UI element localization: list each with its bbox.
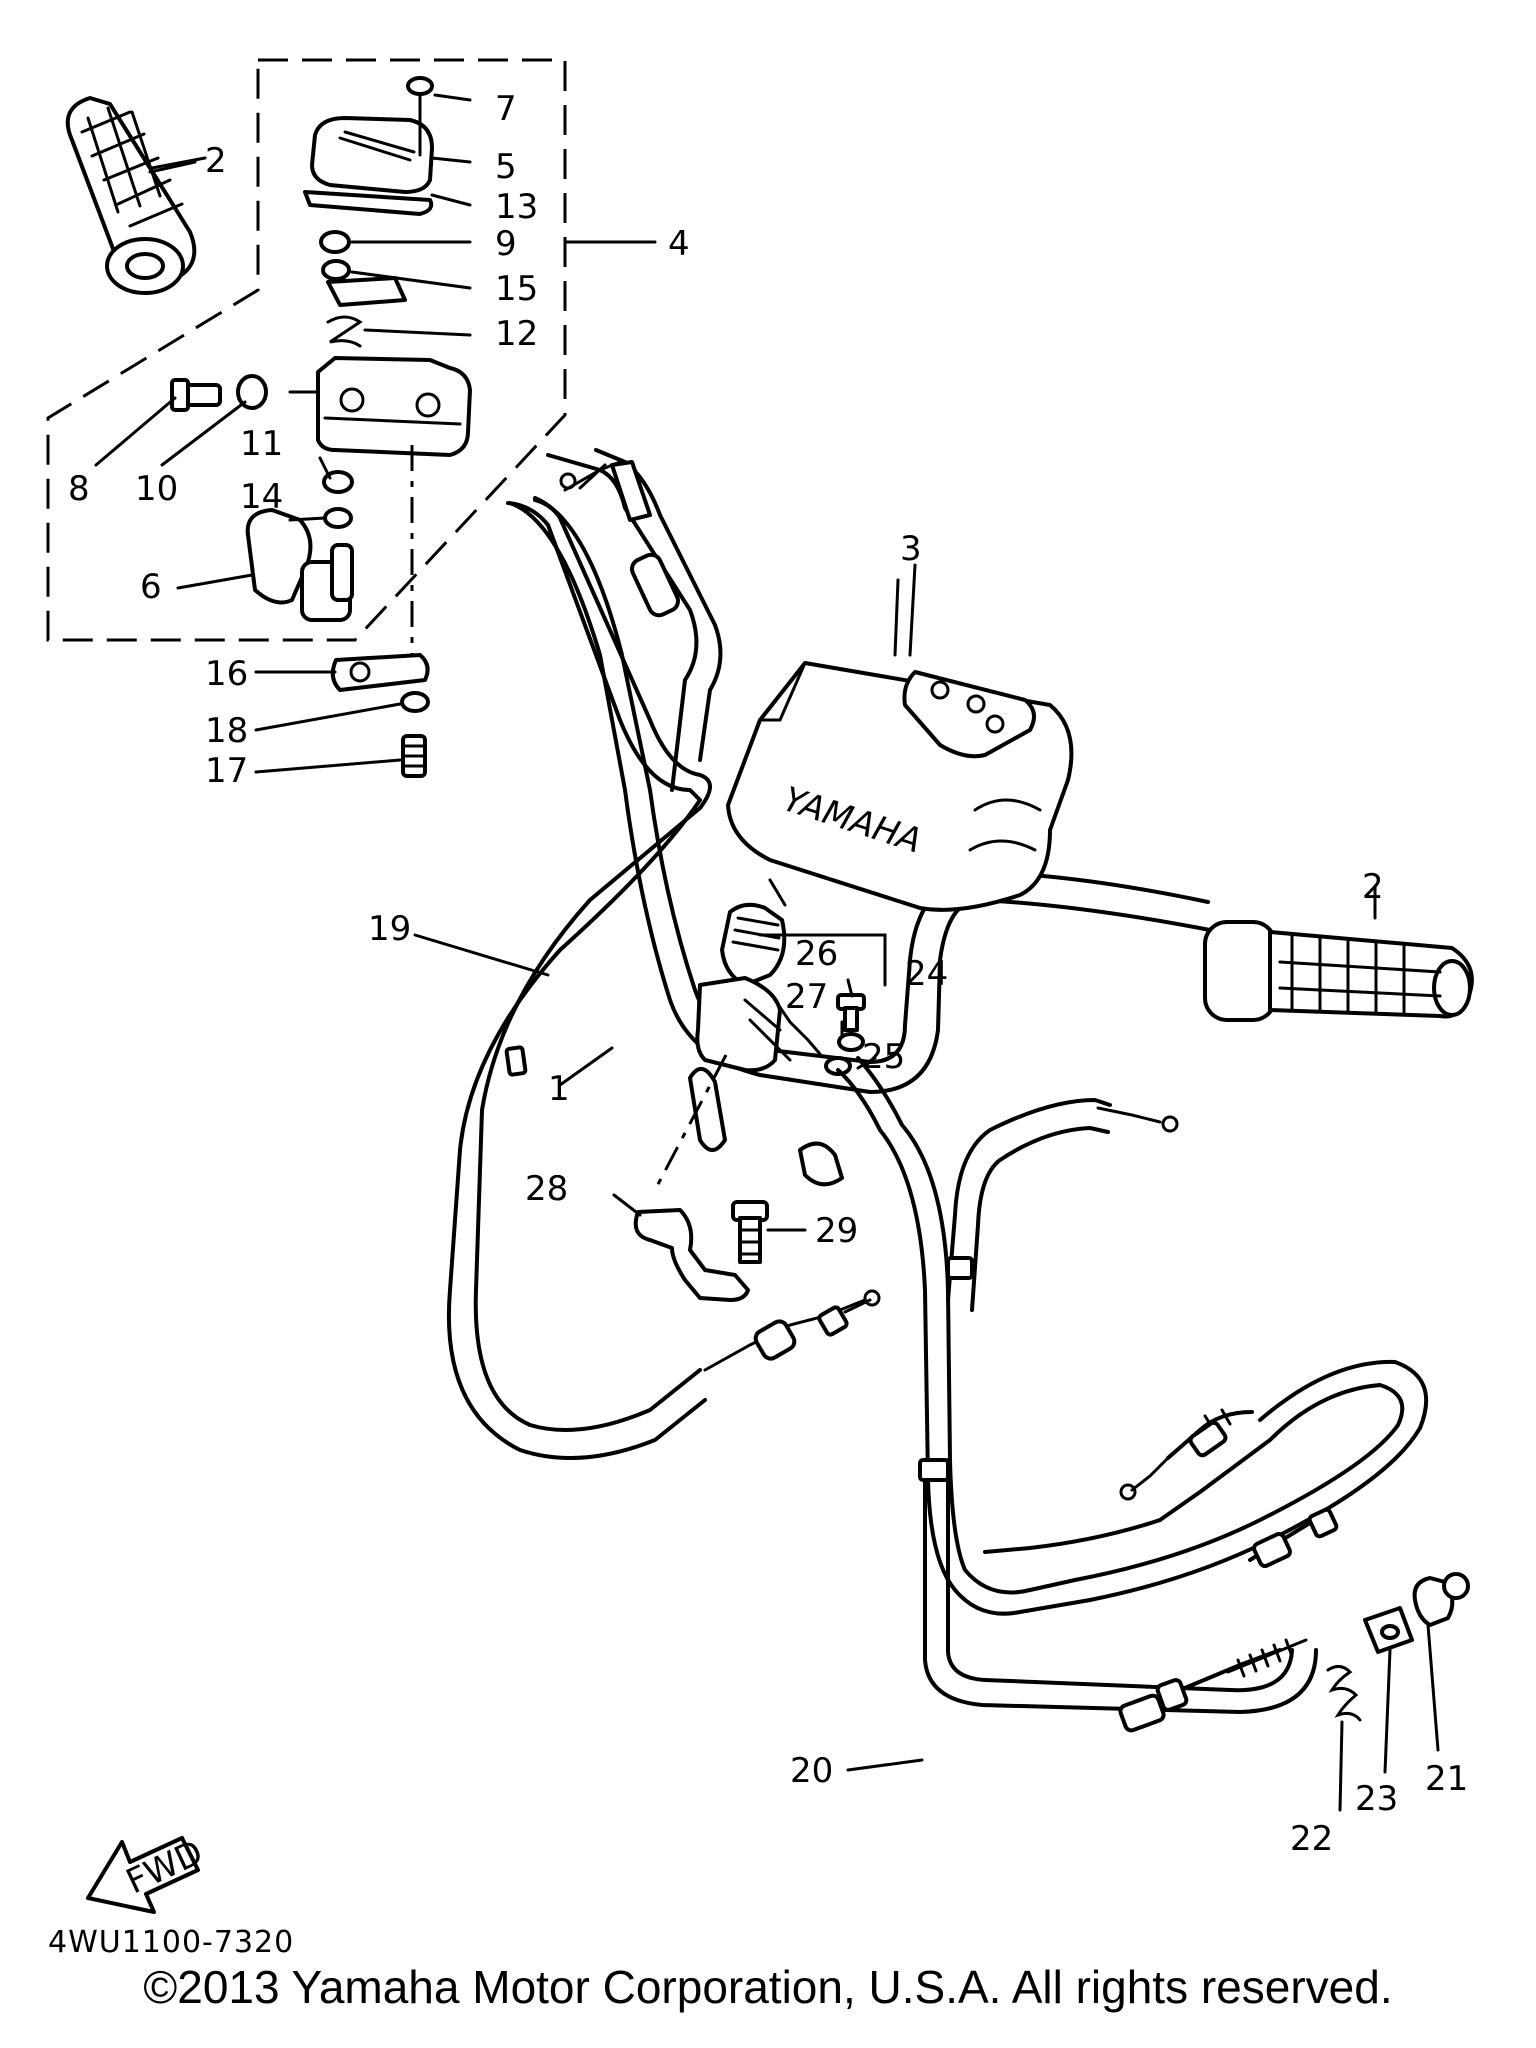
callout-20: 20 xyxy=(790,1751,833,1791)
callout-2-right: 2 xyxy=(1362,867,1384,907)
copyright-notice: ©2013 Yamaha Motor Corporation, U.S.A. A… xyxy=(143,1961,1393,2013)
left-grip[interactable] xyxy=(65,96,207,295)
brake-cable[interactable] xyxy=(836,1056,1429,1733)
callout-11: 11 xyxy=(240,424,283,464)
throttle-lever[interactable] xyxy=(245,508,354,622)
throttle-housing-cover[interactable] xyxy=(303,116,434,216)
callout-13: 13 xyxy=(495,187,538,227)
callout-10: 10 xyxy=(135,469,178,509)
callout-9: 9 xyxy=(495,224,517,264)
callout-7: 7 xyxy=(495,89,517,129)
bolt-17[interactable] xyxy=(401,734,427,778)
washer-14[interactable] xyxy=(323,507,353,529)
spring-12[interactable] xyxy=(326,315,363,348)
callout-18: 18 xyxy=(205,711,248,751)
throttle-assembly-box xyxy=(46,58,657,642)
callout-28: 28 xyxy=(525,1169,568,1209)
callout-21: 21 xyxy=(1425,1759,1468,1799)
callout-3: 3 xyxy=(900,529,922,569)
switch-assembly[interactable] xyxy=(695,902,792,1073)
diagram-code: 4WU1100-7320 xyxy=(48,1925,295,1960)
screw-27[interactable] xyxy=(773,998,822,1056)
callout-15: 15 xyxy=(495,269,538,309)
callout-1: 1 xyxy=(548,1069,570,1109)
callout-23: 23 xyxy=(1355,1779,1398,1819)
cap-21[interactable] xyxy=(1412,1572,1470,1627)
clamp-28[interactable] xyxy=(633,1208,750,1302)
callout-8: 8 xyxy=(68,469,90,509)
washer-25[interactable] xyxy=(824,1056,852,1076)
callout-24: 24 xyxy=(905,954,948,994)
callout-16: 16 xyxy=(205,654,248,694)
callout-5: 5 xyxy=(495,147,517,187)
sleeve-23[interactable] xyxy=(1363,1606,1414,1654)
washer-15[interactable] xyxy=(321,259,351,281)
nut-10[interactable] xyxy=(236,374,268,410)
bolt-8[interactable] xyxy=(170,378,222,412)
callout-17: 17 xyxy=(205,751,248,791)
callout-6: 6 xyxy=(140,567,162,607)
callout-29: 29 xyxy=(815,1211,858,1251)
callout-2-left: 2 xyxy=(205,141,227,181)
callout-14: 14 xyxy=(240,477,283,517)
callout-12: 12 xyxy=(495,314,538,354)
callout-26: 26 xyxy=(795,934,838,974)
plate-15[interactable] xyxy=(326,276,407,307)
handlebar-cover[interactable]: YAMAHA xyxy=(726,563,1074,912)
callout-25: 25 xyxy=(862,1037,905,1077)
throttle-cable[interactable] xyxy=(446,448,881,1460)
leader-lines xyxy=(94,93,1440,1812)
bolt-29[interactable] xyxy=(731,1200,769,1264)
throttle-housing-body[interactable] xyxy=(316,356,472,457)
callout-19: 19 xyxy=(368,909,411,949)
fwd-arrow: FWD xyxy=(86,1833,209,1914)
svg-text:FWD: FWD xyxy=(120,1833,209,1903)
callout-22: 22 xyxy=(1290,1819,1333,1859)
washer-9[interactable] xyxy=(319,230,351,254)
washer-18[interactable] xyxy=(400,691,430,713)
callout-27: 27 xyxy=(785,977,828,1017)
right-grip[interactable] xyxy=(1203,884,1474,1022)
bracket-16[interactable] xyxy=(330,653,430,692)
spring-22[interactable] xyxy=(1326,1665,1362,1722)
washer-27[interactable] xyxy=(837,1032,865,1052)
callout-4: 4 xyxy=(668,224,690,264)
callout-labels: 1 2 2 3 4 5 6 7 8 9 10 11 12 13 14 15 16… xyxy=(68,89,1468,1859)
